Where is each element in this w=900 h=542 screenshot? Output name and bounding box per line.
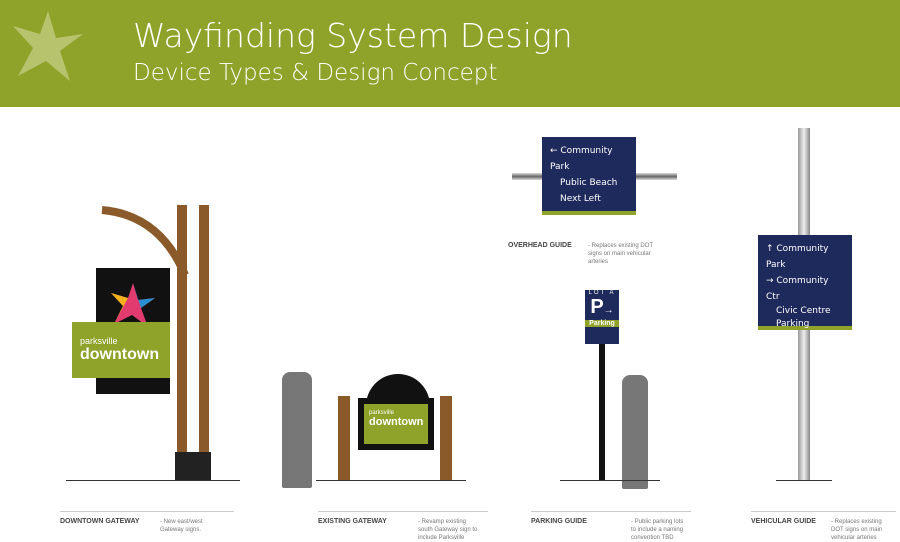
- caption-title: VEHICULAR GUIDE: [751, 518, 816, 525]
- page-subtitle: Device Types & Design Concept: [133, 60, 498, 86]
- overhead-line-3: Next Left: [560, 194, 601, 204]
- parking-symbol: P: [590, 296, 604, 318]
- gateway-sign-line2: downtown: [80, 346, 160, 363]
- caption-vehicular-guide: VEHICULAR GUIDE - Replaces existing DOT s…: [751, 511, 896, 542]
- parking-lot-label: LOT A: [588, 290, 616, 296]
- star-logo-icon: [13, 11, 83, 81]
- caption-existing-gateway: EXISTING GATEWAY - Revamp existing south …: [318, 511, 488, 542]
- caption-desc: - Public parking lots to include a namin…: [631, 519, 684, 541]
- arrow-right-icon: →: [603, 305, 614, 316]
- caption-title: DOWNTOWN GATEWAY: [60, 518, 140, 525]
- vehicular-line-2: → Community Ctr: [766, 276, 829, 302]
- caption-title: EXISTING GATEWAY: [318, 518, 387, 525]
- page-title: Wayfinding System Design: [133, 16, 573, 55]
- caption-title: OVERHEAD GUIDE: [508, 242, 572, 249]
- header-banner: Wayfinding System Design Device Types & …: [0, 0, 900, 107]
- caption-desc: - Revamp existing south Gateway sign to …: [418, 519, 478, 541]
- caption-downtown-gateway: DOWNTOWN GATEWAY - New east/west Gateway …: [60, 511, 234, 534]
- vehicular-line-3: Civic Centre: [776, 306, 831, 316]
- star-logo-icon: [111, 283, 155, 327]
- overhead-line-2: Public Beach: [560, 178, 618, 188]
- caption-parking-guide: PARKING GUIDE - Public parking lots to in…: [531, 511, 691, 542]
- overhead-line-1: ← Community Park: [550, 146, 613, 172]
- parking-label: Parking: [585, 320, 619, 327]
- vehicular-line-1: ↑ Community Park: [766, 244, 829, 270]
- vehicular-line-4: Parking: [776, 319, 810, 329]
- caption-desc: - New east/west Gateway signs.: [160, 519, 203, 533]
- caption-title: PARKING GUIDE: [531, 518, 587, 525]
- caption-desc: - Replaces existing DOT signs on main ve…: [588, 243, 653, 265]
- caption-desc: - Replaces existing DOT signs on main ve…: [831, 519, 883, 541]
- gateway-sign-line1: parksville: [80, 336, 118, 346]
- existing-sign-line2: downtown: [369, 416, 424, 428]
- existing-sign-line1: parksville: [369, 410, 395, 416]
